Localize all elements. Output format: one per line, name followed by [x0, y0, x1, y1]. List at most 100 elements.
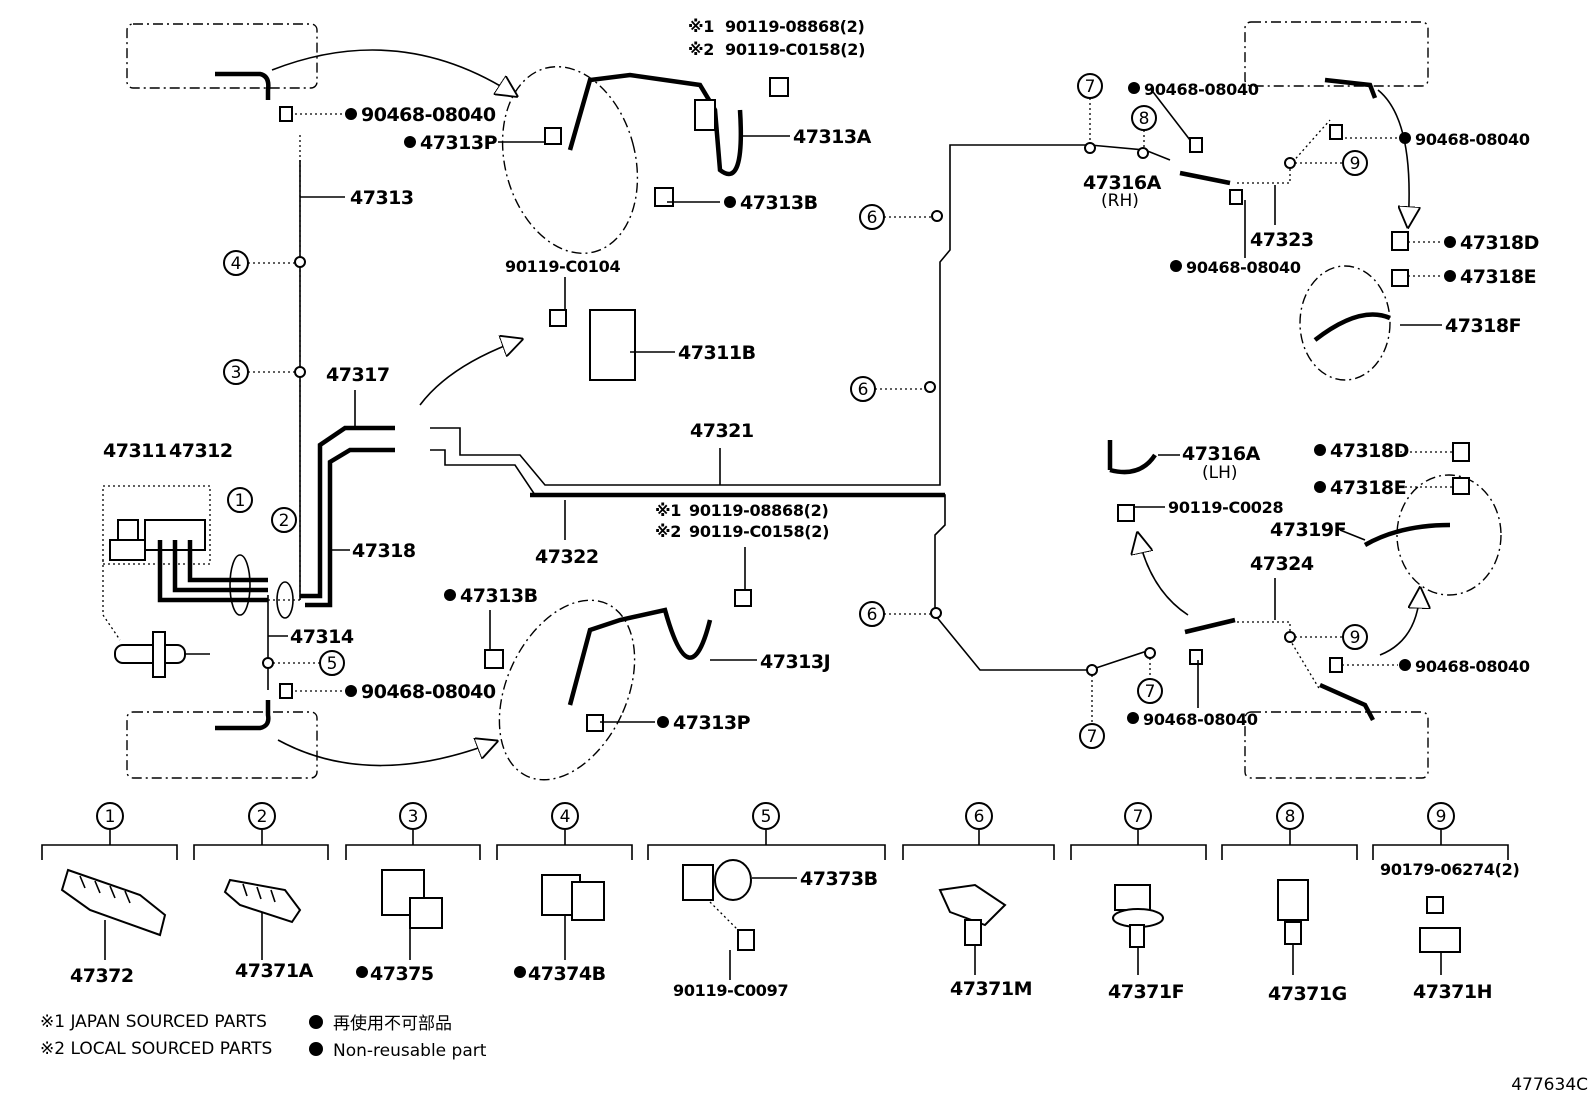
svg-text:4: 4	[560, 807, 571, 827]
legend-num-6: 6	[965, 802, 993, 830]
callout-47316A-lh: 47316A	[1182, 443, 1261, 465]
callout-bolt1-top: 90119-08868(2)	[725, 17, 865, 36]
callout-90468-br1: 90468-08040	[1415, 657, 1530, 676]
nonreuse-mark-icon-2	[309, 1042, 323, 1056]
legend-part-47374B: 47374B	[528, 963, 606, 985]
callout-47316A-rh: 47316A	[1083, 172, 1162, 194]
svg-text:6: 6	[867, 605, 878, 625]
svg-text:2: 2	[257, 807, 268, 827]
marker-9a: 9	[1295, 150, 1368, 176]
brake-tube-lines	[255, 119, 1331, 691]
legend-num-5: 5	[752, 802, 780, 830]
legend-num-2: 2	[248, 802, 276, 830]
callout-note1-top-mark: ※1	[688, 17, 714, 36]
legend-num-8: 8	[1276, 802, 1304, 830]
callout-47318F: 47318F	[1445, 315, 1521, 337]
callout-note2-mid-mark: ※2	[655, 522, 681, 541]
legend-part-47372: 47372	[70, 965, 134, 987]
svg-text:1: 1	[235, 491, 246, 511]
callout-47318E-top: 47318E	[1460, 266, 1536, 288]
svg-text:7: 7	[1085, 77, 1096, 97]
legend-num-3: 3	[399, 802, 427, 830]
callout-90468-br2: 90468-08040	[1143, 710, 1258, 729]
callout-90468-bl: 90468-08040	[361, 681, 496, 703]
callout-47313B-top: 47313B	[740, 192, 818, 214]
clamp-legend: 1 2 3 4 5 6 7 8 9	[41, 802, 1520, 1005]
callout-47322: 47322	[535, 546, 599, 568]
marker-6c: 6	[859, 601, 931, 627]
callout-47313A: 47313A	[793, 126, 872, 148]
master-cylinder-assembly	[102, 485, 268, 678]
callout-90468-tr2: 90468-08040	[1415, 130, 1530, 149]
callout-47311B: 47311B	[678, 342, 756, 364]
legend-part-90119-C0097: 90119-C0097	[673, 981, 788, 1000]
callout-90119-C0104: 90119-C0104	[505, 257, 620, 276]
svg-text:9: 9	[1350, 154, 1361, 174]
nonreuse-mark-icon	[309, 1015, 323, 1029]
svg-text:7: 7	[1087, 727, 1098, 747]
callout-47324: 47324	[1250, 553, 1314, 575]
clamp-47374B-sketch	[541, 874, 605, 960]
callout-47313: 47313	[350, 187, 414, 209]
marker-2: 2	[271, 507, 297, 533]
svg-text:6: 6	[858, 380, 869, 400]
marker-3: 3	[223, 359, 295, 385]
svg-text:3: 3	[231, 363, 242, 383]
legend-part-47371H: 47371H	[1413, 981, 1492, 1003]
callout-90468-tr1: 90468-08040	[1144, 80, 1259, 99]
legend-num-4: 4	[551, 802, 579, 830]
callout-47319F: 47319F	[1270, 519, 1346, 541]
callout-rh: (RH)	[1101, 191, 1139, 211]
legend-part-90179: 90179-06274(2)	[1380, 860, 1520, 879]
callout-note1-mid-mark: ※1	[655, 501, 681, 520]
marker-7c: 7	[1079, 675, 1105, 749]
callout-47318: 47318	[352, 540, 416, 562]
svg-text:7: 7	[1145, 682, 1156, 702]
callout-90468-tr3: 90468-08040	[1186, 258, 1301, 277]
svg-text:6: 6	[974, 807, 985, 827]
callout-90119-C0028: 90119-C0028	[1168, 498, 1283, 517]
note-local-sourced: ※2 LOCAL SOURCED PARTS	[40, 1039, 272, 1059]
legend-part-47375: 47375	[370, 963, 434, 985]
svg-text:2: 2	[279, 511, 290, 531]
clamp-47373B-sketch	[682, 859, 797, 980]
callout-47313J: 47313J	[760, 651, 830, 673]
callout-47311: 47311	[103, 440, 167, 462]
direction-arrows	[271, 49, 1420, 767]
callout-bolt2-top: 90119-C0158(2)	[725, 40, 865, 59]
svg-text:6: 6	[867, 208, 878, 228]
callout-47317: 47317	[326, 364, 390, 386]
clamp-47371M-sketch	[938, 883, 1007, 975]
svg-text:4: 4	[231, 254, 242, 274]
svg-text:5: 5	[761, 807, 772, 827]
legend-part-47373B: 47373B	[800, 868, 878, 890]
callout-47314: 47314	[290, 626, 354, 648]
callout-lh: (LH)	[1202, 463, 1238, 483]
callout-47323: 47323	[1250, 229, 1314, 251]
marker-6b: 6	[850, 376, 925, 402]
legend-num-1: 1	[96, 802, 124, 830]
callout-bolt1-mid: 90119-08868(2)	[689, 501, 829, 520]
svg-text:8: 8	[1139, 109, 1150, 129]
callout-labels: 90468-08040 47313 47313P 47313A 47313B ※…	[103, 17, 1539, 734]
marker-7a: 7	[1077, 73, 1103, 143]
tube-junction-points	[262, 142, 1296, 676]
detail-ellipses	[498, 66, 1502, 781]
clamp-47371A-sketch	[223, 878, 302, 960]
hardware-details	[215, 71, 1470, 732]
svg-text:8: 8	[1285, 807, 1296, 827]
marker-4: 4	[223, 250, 295, 276]
marker-1: 1	[227, 487, 253, 513]
clamp-47371G-sketch	[1277, 879, 1309, 975]
callout-47318E-bot: 47318E	[1330, 477, 1406, 499]
callout-note2-top-mark: ※2	[688, 40, 714, 59]
note-nonreuse-en: Non-reusable part	[333, 1041, 487, 1061]
legend-part-47371A: 47371A	[235, 960, 314, 982]
svg-text:1: 1	[105, 807, 116, 827]
clamp-47371H-sketch	[1419, 896, 1461, 975]
callout-47313P-top: 47313P	[420, 132, 498, 154]
callout-47313P-bot: 47313P	[673, 712, 751, 734]
clamp-47372-sketch	[60, 868, 167, 960]
clamp-47375-sketch	[381, 869, 443, 960]
inset-boxes	[126, 21, 1429, 779]
